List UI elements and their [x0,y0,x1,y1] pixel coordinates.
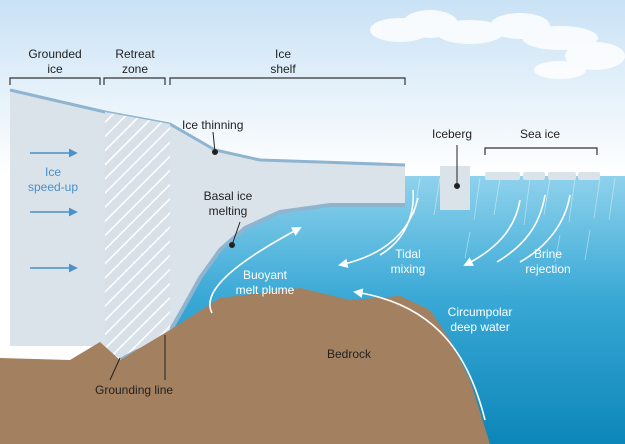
label-basal-ice-melting-2: melting [209,204,248,218]
label-ice-thinning: Ice thinning [182,118,243,132]
label-grounded-ice-1: Grounded [28,47,81,61]
brine-arrow-1 [463,199,521,266]
buoyant-plume-arrow [209,227,302,314]
label-buoyant-melt-plume-2: melt plume [236,283,295,297]
label-brine-rejection-1: Brine [534,247,562,261]
label-ice-speed-up-2: speed-up [28,180,78,194]
bracket-ice-shelf [169,77,406,85]
label-buoyant-melt-plume-1: Buoyant [243,268,288,282]
cdw-arrow [353,288,486,421]
label-retreat-zone-1: Retreat [115,47,155,61]
surface-streaks [413,177,616,263]
label-circumpolar-deep-water-2: deep water [450,320,509,334]
label-tidal-mixing-2: mixing [391,262,426,276]
label-grounded-ice-2: ice [47,62,63,76]
label-iceberg: Iceberg [432,127,472,141]
label-ice-speed-up-1: Ice [45,165,61,179]
retreat-zone [105,112,170,358]
label-bedrock: Bedrock [327,347,372,361]
bracket-retreat-zone [103,77,166,85]
label-basal-ice-melting-1: Basal ice [204,189,253,203]
bracket-grounded-ice [9,77,101,85]
brine-arrow-2 [496,194,546,263]
tidal-arrow-2 [379,189,415,256]
label-brine-rejection-2: rejection [525,262,570,276]
tidal-mixing-arrow-1 [338,197,419,269]
label-circumpolar-deep-water-1: Circumpolar [448,305,513,319]
flow-arrows [209,189,571,421]
label-ice-shelf-2: shelf [270,62,296,76]
clouds [370,10,625,79]
label-sea-ice: Sea ice [520,127,560,141]
label-tidal-mixing-1: Tidal [395,247,421,261]
label-ice-shelf-1: Ice [275,47,291,61]
brine-arrow-3 [519,194,571,263]
ice-speed-up-arrows [30,148,78,273]
bedrock [0,288,490,444]
sea-ice-floes [485,172,600,180]
bracket-sea-ice [484,147,598,155]
label-retreat-zone-2: zone [122,62,148,76]
basal-edge [119,203,405,360]
leaders [109,131,460,381]
label-grounding-line: Grounding line [95,383,173,397]
